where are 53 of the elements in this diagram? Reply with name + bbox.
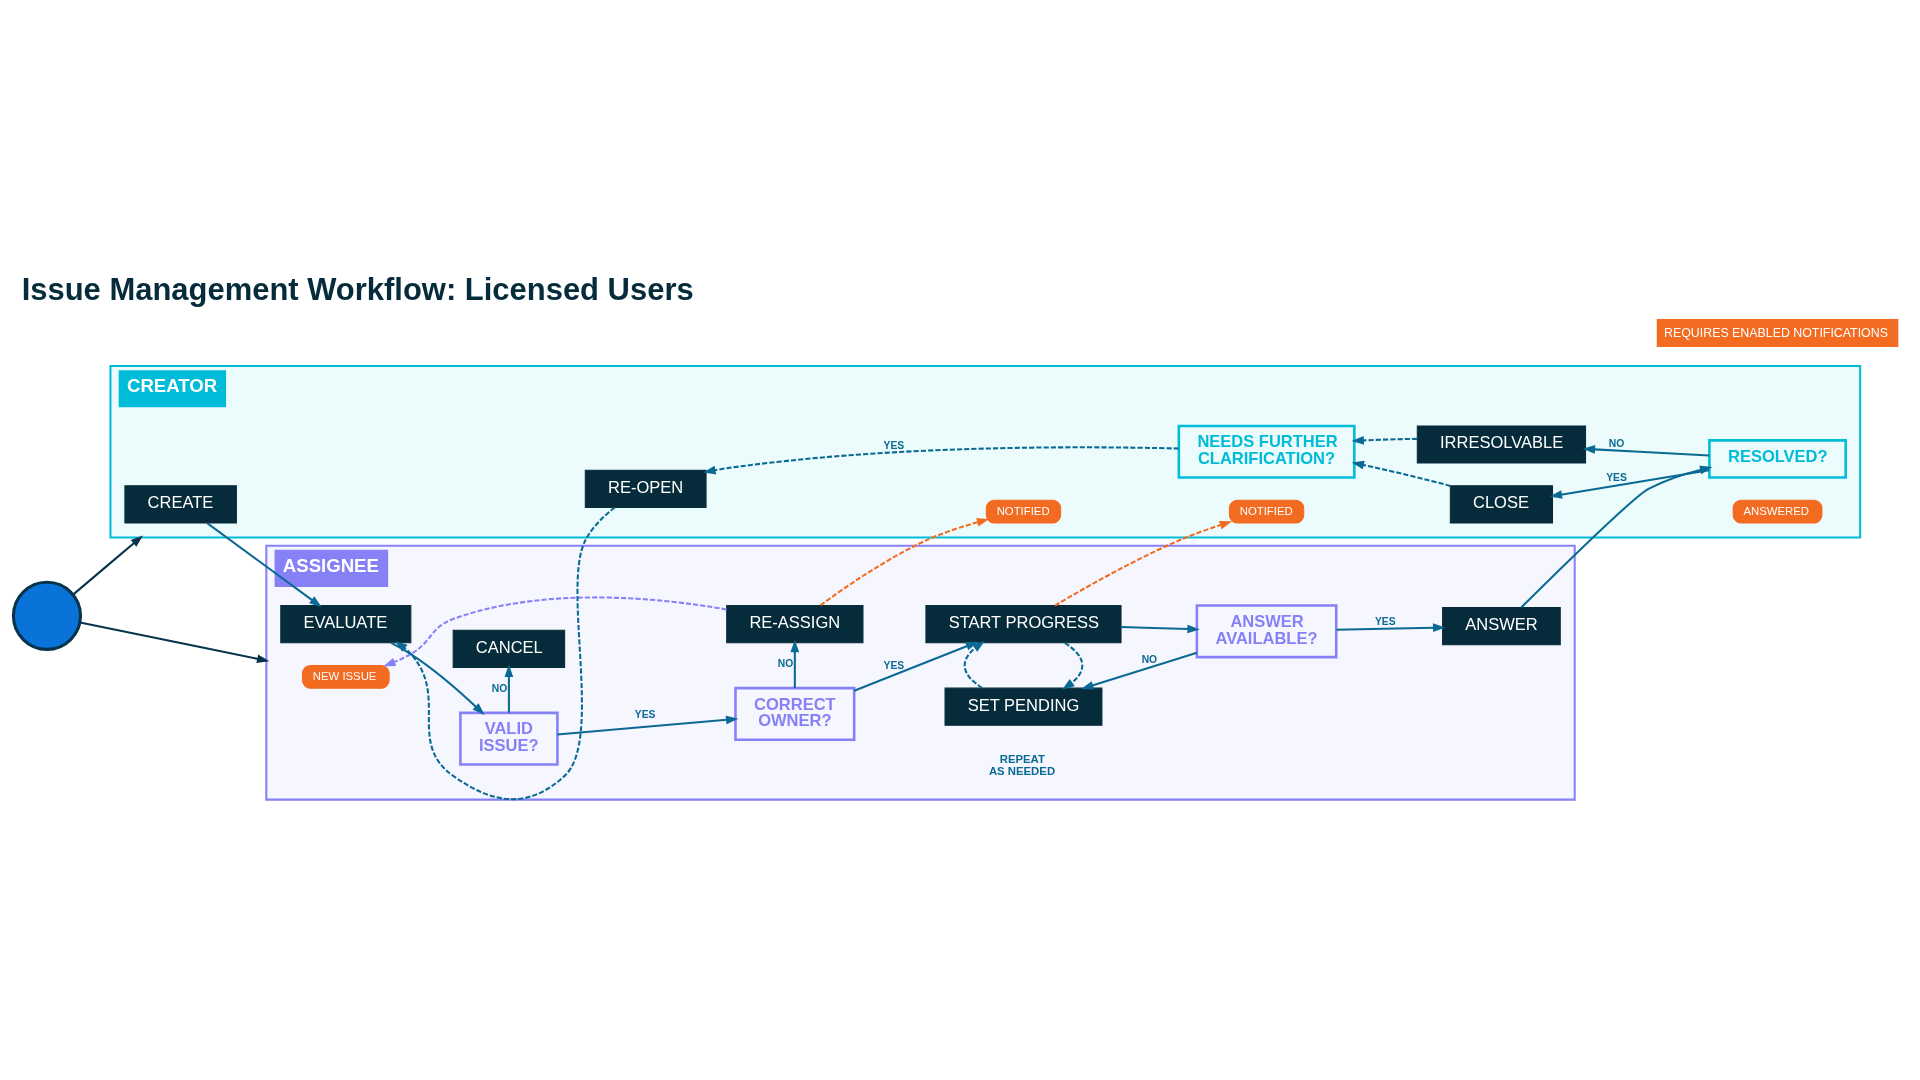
node-box: CLOSE	[1449, 485, 1554, 524]
arrow	[557, 715, 739, 736]
label: REPEAT AS NEEDED	[988, 753, 1056, 777]
node-box: RE-OPEN	[584, 469, 707, 508]
edge-label: YES	[1374, 616, 1396, 628]
edge-label: YES	[634, 709, 656, 721]
node-box: ANSWERED	[1732, 499, 1823, 524]
legend-label: REQUIRES ENABLED NOTIFICATIONS	[1664, 325, 1888, 340]
edge-label: YES	[883, 659, 905, 671]
arrow	[1351, 460, 1451, 487]
arrow	[390, 641, 485, 715]
arrow	[1336, 623, 1446, 633]
node-box: NOTIFIED	[1228, 499, 1305, 524]
node-box: CREATE	[124, 485, 237, 524]
arrow	[1549, 469, 1710, 499]
edge-label: NO	[1608, 437, 1625, 449]
edge-label: NO	[1141, 654, 1158, 666]
arrow	[819, 518, 990, 607]
arrow	[504, 664, 514, 713]
arrow	[1062, 642, 1084, 690]
node-box: RE-ASSIGN	[726, 605, 864, 644]
node-box: ANSWER AVAILABLE?	[1195, 604, 1338, 659]
arrow	[1351, 436, 1417, 445]
arrow	[206, 522, 322, 608]
node-box: ANSWER	[1442, 607, 1561, 646]
edge-label: YES	[883, 439, 905, 451]
node-box: NEEDS FURTHER CLARIFICATION?	[1177, 424, 1356, 479]
diagram-title: Issue Management Workflow: Licensed Users	[21, 272, 694, 307]
node-box: RESOLVED?	[1708, 439, 1847, 479]
node-box: CORRECT OWNER?	[734, 686, 856, 742]
edge-label: YES	[1606, 471, 1627, 483]
node-box: SET PENDING	[944, 687, 1103, 726]
arrow	[72, 535, 143, 596]
node-box: START PROGRESS	[925, 605, 1122, 644]
edge-label: NO	[777, 657, 794, 669]
arrow	[1582, 445, 1710, 457]
arrow	[1081, 651, 1198, 690]
node-box: EVALUATE	[280, 605, 412, 644]
arrow	[394, 506, 616, 801]
node-box: VALID ISSUE?	[459, 711, 559, 766]
arrow	[1054, 520, 1233, 607]
arrow	[79, 621, 270, 664]
edge-label: NO	[491, 682, 508, 694]
arrow	[853, 641, 979, 692]
arrow	[963, 641, 985, 689]
node-box: NEW ISSUE	[301, 664, 390, 689]
node-box: CANCEL	[452, 629, 566, 668]
arrow	[1121, 624, 1200, 634]
arrow	[790, 639, 800, 688]
arrow	[703, 446, 1179, 475]
node-box: IRRESOLVABLE	[1416, 425, 1587, 464]
node-circle	[11, 580, 83, 651]
node-box: NOTIFIED	[985, 499, 1062, 524]
